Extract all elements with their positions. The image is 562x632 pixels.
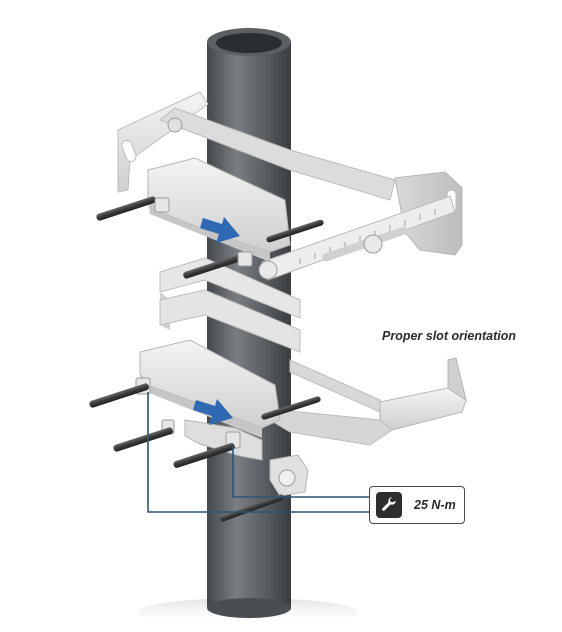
slot-bracket	[379, 387, 467, 431]
upper-bolts	[96, 196, 324, 279]
wrench-icon	[376, 492, 402, 518]
slot-orientation-label: Proper slot orientation	[382, 329, 517, 343]
torque-callout: 25 N-m	[369, 486, 465, 524]
torque-leader-lines	[147, 392, 369, 513]
upper-direction-arrow	[200, 217, 240, 243]
upper-mount-bracket	[117, 91, 463, 330]
lower-direction-arrow	[193, 399, 233, 425]
torque-value: 25 N-m	[414, 498, 456, 512]
lower-bolts	[89, 383, 321, 522]
